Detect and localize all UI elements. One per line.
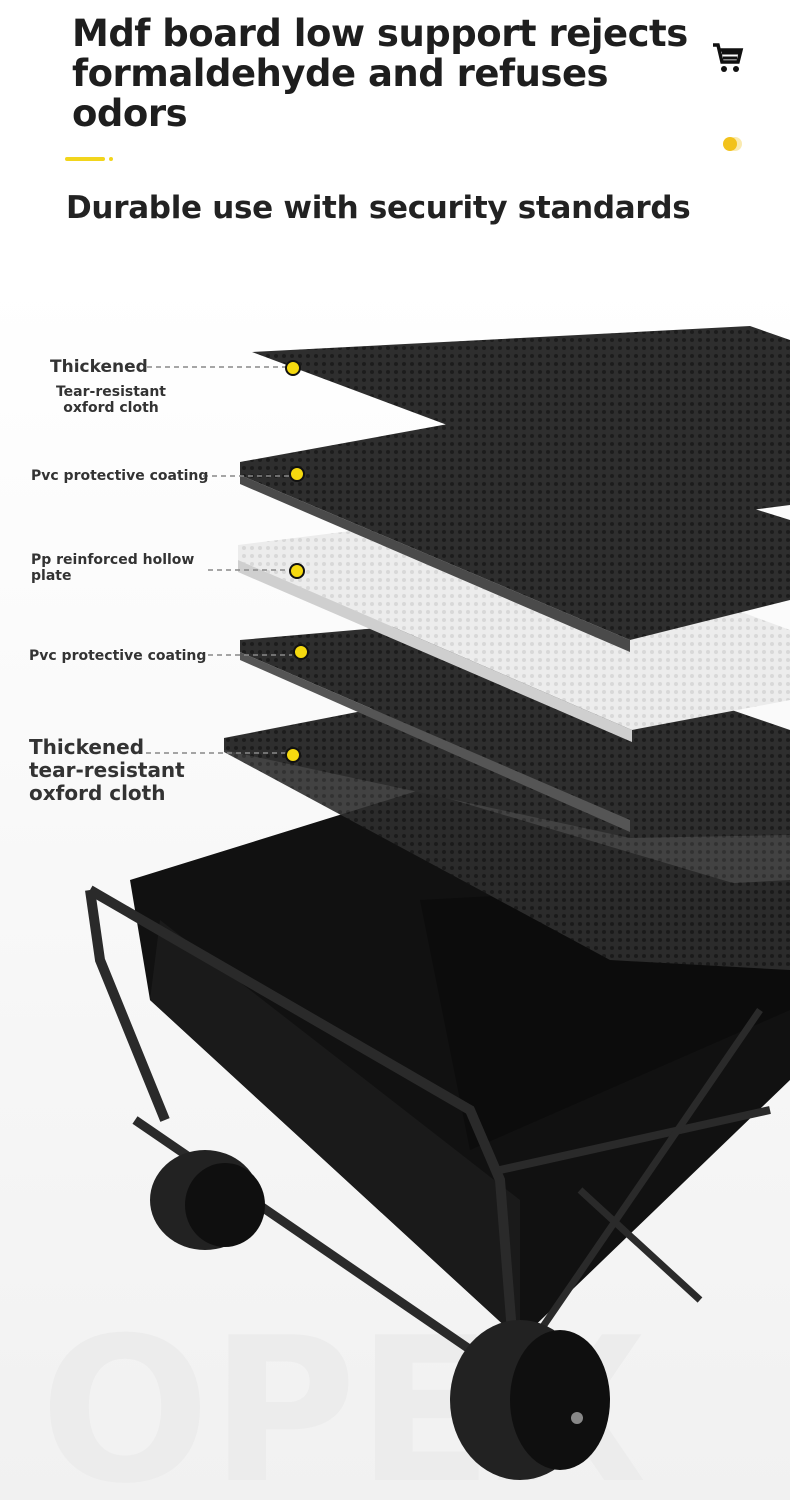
section-subtitle: Durable use with security standards: [66, 190, 691, 226]
accent-dot: [723, 137, 737, 151]
layer-4-label: Pvc protective coating: [29, 648, 207, 664]
marker-dot: [289, 466, 305, 482]
layer-3: [238, 515, 790, 742]
layer-3-label-line1: Pp reinforced hollow: [31, 552, 195, 568]
marker-dot: [293, 644, 309, 660]
layer-2-label: Pvc protective coating: [31, 468, 209, 484]
shopping-cart-icon[interactable]: [710, 40, 746, 76]
layer-5-label-line3: oxford cloth: [29, 781, 166, 805]
layer-1-sublabel: Tear-resistant oxford cloth: [55, 384, 166, 416]
page-title: Mdf board low support rejects formaldehy…: [72, 12, 688, 135]
accent-divider: [65, 157, 105, 161]
marker-dot: [285, 360, 301, 376]
layer-3-label-line2: plate: [31, 568, 72, 584]
layer-2: [240, 420, 790, 652]
leader-lines: [137, 366, 292, 754]
layer-1: [252, 326, 790, 518]
layer-4: [240, 620, 790, 832]
accent-divider-dot: [109, 157, 113, 161]
marker-dot: [289, 563, 305, 579]
layer-5-label-line1: Thickened: [29, 735, 145, 759]
marker-dot: [285, 747, 301, 763]
layer-1-label: Thickened: [50, 357, 148, 377]
layer-5-label-line2: tear-resistant: [29, 758, 185, 782]
